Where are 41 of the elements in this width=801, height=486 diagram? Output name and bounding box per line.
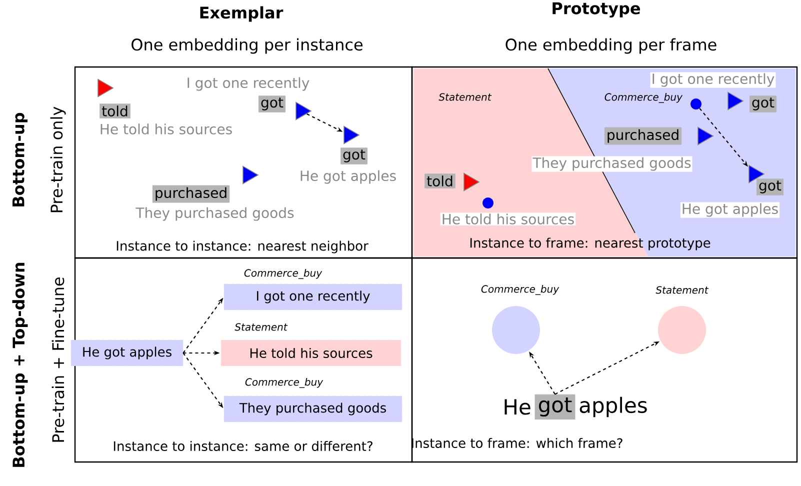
word-tag: got <box>258 96 286 112</box>
sentence-text: He got apples <box>680 202 780 218</box>
word-tag: got <box>756 178 784 196</box>
highlighted-word: got <box>534 394 576 420</box>
sentence-text: apples <box>580 396 647 418</box>
label-text: One embedding per instance <box>132 38 362 54</box>
sentence-box: They purchased goods <box>224 396 402 422</box>
frame-label: Commerce_buy <box>604 93 683 103</box>
sentence-text: I got one recently <box>650 72 776 88</box>
label-heading: Bottom-up <box>12 112 28 206</box>
sentence-box: He got apples <box>70 340 184 366</box>
frame-label: Commerce_buy <box>481 285 560 295</box>
sentence-box: I got one recently <box>224 284 402 310</box>
frame-label: Statement <box>656 286 709 294</box>
word-tag: purchased <box>604 127 682 145</box>
frame-label: Commerce_buy <box>245 378 324 388</box>
prototype-dot <box>482 198 494 208</box>
label-heading: Bottom-up + Top-down <box>12 262 28 467</box>
sentence-text: I got one recently <box>188 77 310 91</box>
word-tag: got <box>340 148 368 164</box>
label-text: One embedding per frame <box>506 38 716 54</box>
prototype-dot <box>690 98 702 110</box>
label-heading: Prototype <box>552 2 640 18</box>
prototype-circle <box>658 306 706 354</box>
label-text: Pre-train only <box>50 106 66 212</box>
sentence-text: He got apples <box>300 170 396 184</box>
sentence-text: He told his sources <box>440 212 576 226</box>
sentence-text: He told his sources <box>100 124 232 134</box>
sentence-text: They purchased goods <box>136 207 294 221</box>
frame-label: Statement <box>234 323 288 331</box>
prototype-circle <box>492 306 540 354</box>
frame-label: Statement <box>438 93 492 101</box>
word-tag: told <box>100 104 130 118</box>
word-tag: told <box>424 174 456 188</box>
frame-label: Commerce_buy <box>244 269 322 279</box>
word-tag: got <box>750 96 776 112</box>
sentence-text: They purchased goods <box>532 156 692 172</box>
word-tag: purchased <box>152 185 230 203</box>
label-heading: Exemplar <box>200 6 284 22</box>
sentence-box: He told his sources <box>220 340 402 366</box>
sentence-text: He <box>504 399 530 415</box>
